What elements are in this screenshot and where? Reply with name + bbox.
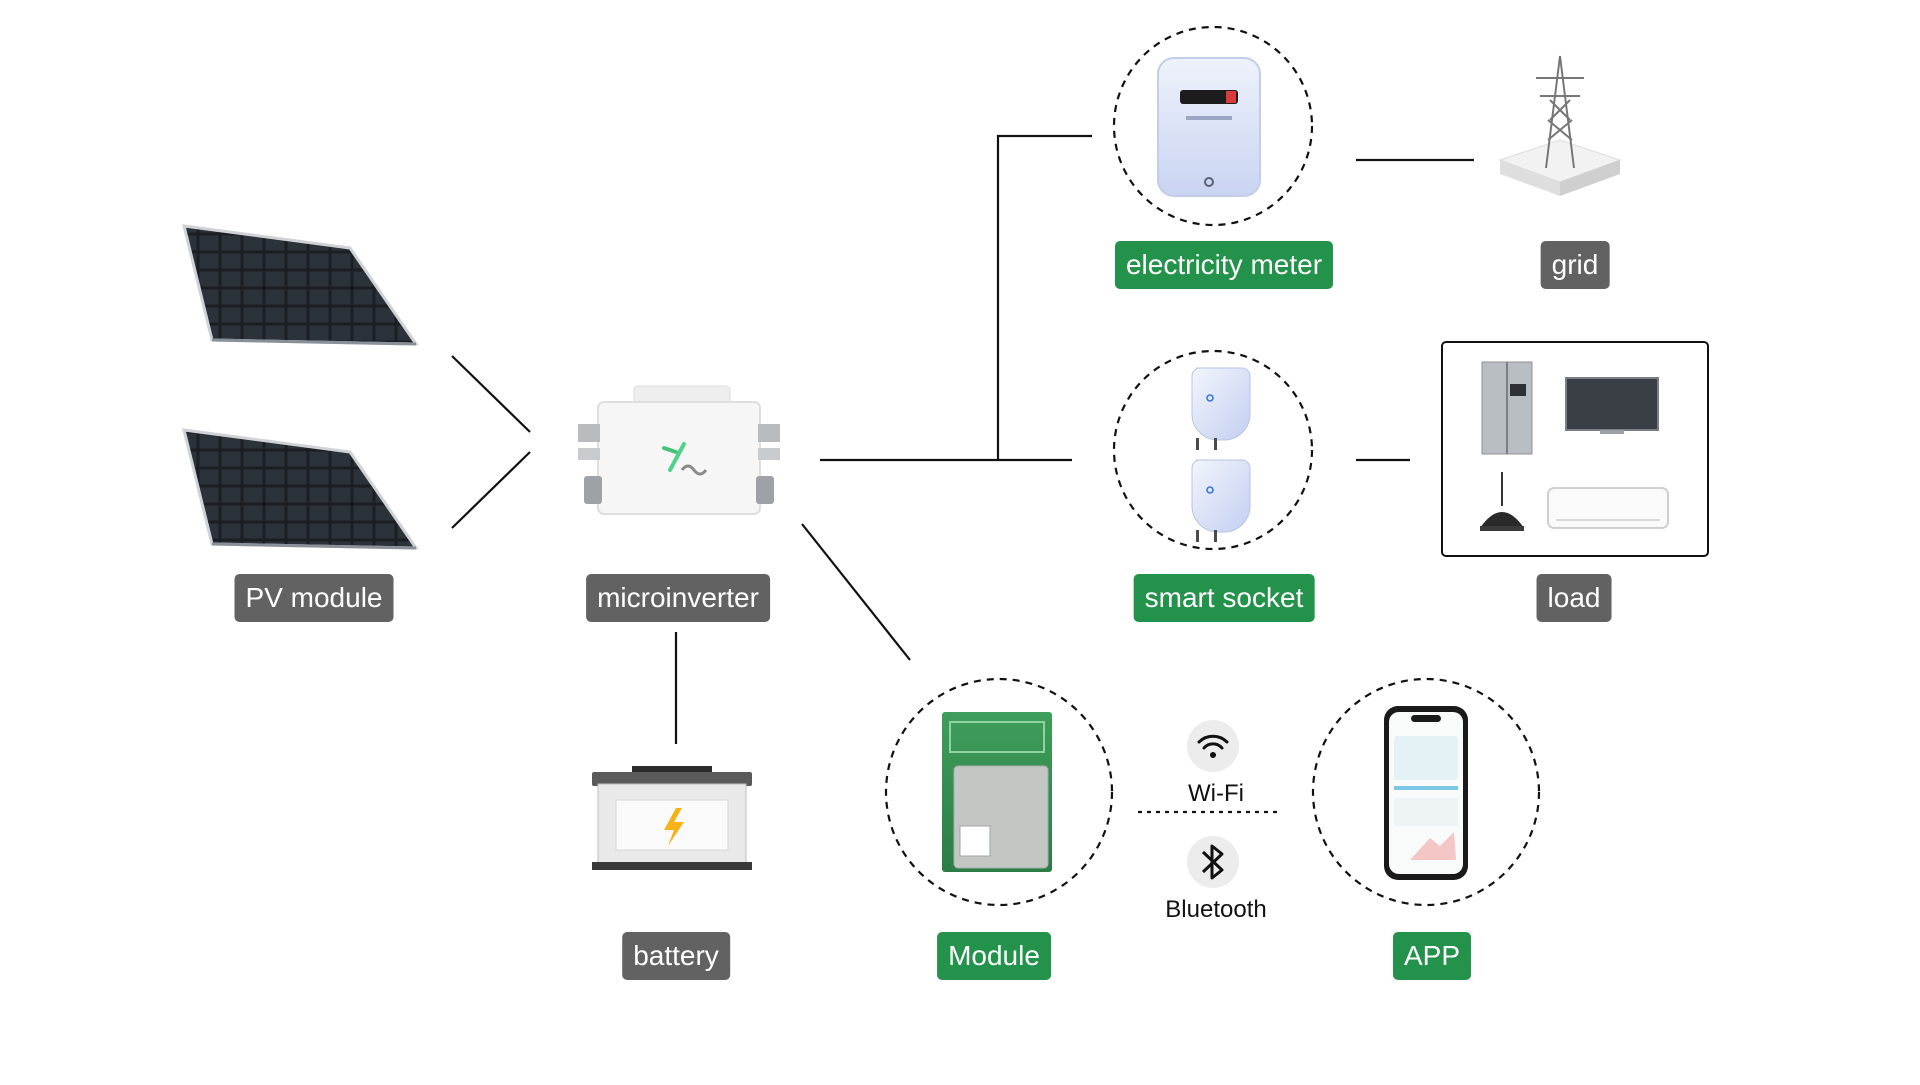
load-label: load <box>1536 574 1612 622</box>
solar-panel-icon <box>182 428 419 550</box>
smart-plug-icon <box>1191 459 1251 542</box>
bluetooth-label: Bluetooth <box>1165 896 1267 923</box>
smart-socket-label: smart socket <box>1133 574 1315 622</box>
smartphone-app-icon <box>1384 706 1468 880</box>
grid-label: grid <box>1540 241 1610 289</box>
wifi-label: Wi-Fi <box>1188 780 1244 807</box>
wireless-module-icon <box>942 712 1052 872</box>
line-pv-top-to-inverter <box>451 355 531 433</box>
smart-plug-icon <box>1191 367 1251 450</box>
app-circle <box>1311 677 1541 907</box>
solar-panel-icon <box>182 224 419 346</box>
battery-label: battery <box>622 932 730 980</box>
microinverter-icon <box>578 385 780 515</box>
meter-circle <box>1112 25 1314 227</box>
module-label: Module <box>937 932 1051 980</box>
electricity-meter-icon <box>1157 57 1261 197</box>
battery-icon <box>592 766 752 870</box>
wifi-icon <box>1187 720 1239 772</box>
television-icon <box>1565 377 1659 434</box>
line-inverter-to-module <box>801 523 911 661</box>
bluetooth-icon <box>1187 836 1239 888</box>
app-label: APP <box>1392 932 1472 980</box>
socket-circle <box>1112 349 1314 551</box>
line-pv-bottom-to-inverter <box>451 451 531 529</box>
electricity-meter-label: electricity meter <box>1114 241 1334 289</box>
refrigerator-icon <box>1481 361 1533 455</box>
module-circle <box>884 677 1114 907</box>
connector-lines <box>451 134 1474 814</box>
pv-module-label: PV module <box>234 574 394 622</box>
microinverter-label: microinverter <box>586 574 770 622</box>
line-bus-to-meter <box>996 134 1092 460</box>
transmission-tower-icon <box>1498 55 1622 196</box>
air-conditioner-icon <box>1547 487 1669 529</box>
load-box <box>1441 341 1709 557</box>
pendant-lamp-icon <box>1480 472 1524 531</box>
